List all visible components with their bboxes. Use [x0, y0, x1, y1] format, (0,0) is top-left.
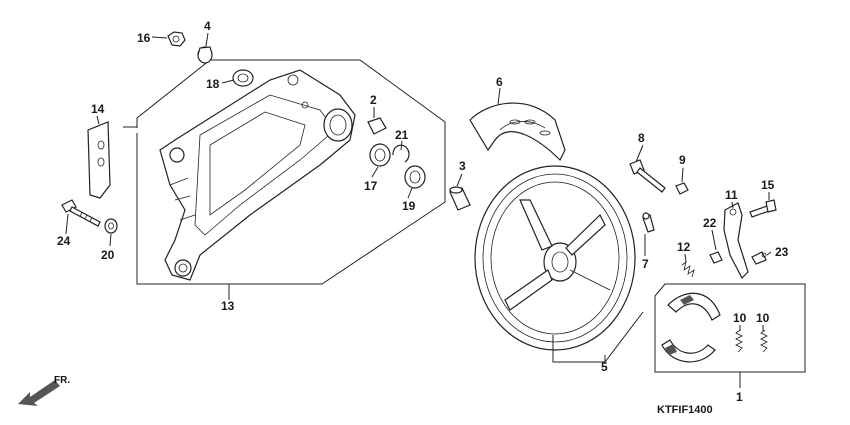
label-18: 18: [206, 77, 220, 91]
bolt-23: [751, 251, 767, 265]
label-9: 9: [679, 153, 686, 167]
shaft-collar: [367, 117, 387, 135]
direction-label: FR.: [54, 375, 70, 386]
label-20: 20: [101, 248, 115, 262]
label-2: 2: [370, 93, 377, 107]
label-17: 17: [364, 179, 378, 193]
brake-shoe-lower: [661, 339, 716, 363]
label-4: 4: [204, 19, 211, 33]
shoe-spring-left: [735, 329, 743, 353]
bearing: [232, 69, 254, 87]
label-10-right: 10: [756, 311, 770, 325]
rear-wheel: [474, 165, 636, 351]
label-13: 13: [221, 299, 235, 313]
label-7: 7: [642, 257, 649, 271]
wheel-collar: [449, 186, 471, 211]
label-3: 3: [459, 159, 466, 173]
label-24: 24: [57, 234, 71, 248]
oil-seal: [404, 165, 426, 189]
brake-cam-bolt: [629, 159, 666, 193]
tire-valve: [642, 212, 655, 233]
label-5: 5: [601, 360, 608, 374]
label-14: 14: [91, 102, 105, 116]
flange-nut: [167, 31, 186, 47]
label-15: 15: [761, 178, 775, 192]
brake-arm-bolt: [749, 199, 777, 218]
label-22: 22: [703, 216, 717, 230]
front-direction-arrow: FR.: [18, 375, 70, 406]
leader-lines: [65, 32, 772, 388]
label-23: 23: [775, 245, 789, 259]
collar: [197, 46, 213, 64]
mud-guard: [469, 102, 566, 162]
brake-shoe-upper: [667, 292, 721, 321]
label-1: 1: [736, 390, 743, 404]
label-16: 16: [137, 31, 151, 45]
swingarm-group-outline: [123, 59, 446, 285]
label-19: 19: [402, 199, 416, 213]
label-10-left: 10: [733, 311, 747, 325]
bearing-17: [369, 143, 391, 167]
label-6: 6: [496, 75, 503, 89]
label-8: 8: [638, 131, 645, 145]
label-21: 21: [395, 128, 409, 142]
rear-swingarm: [159, 69, 356, 281]
cover-plate: [87, 121, 111, 199]
brake-shoe-box: [654, 283, 806, 373]
spring: [681, 261, 695, 278]
shoe-spring-right: [760, 329, 768, 353]
washer: [104, 218, 118, 234]
brake-nut: [675, 182, 689, 195]
pin: [709, 251, 723, 264]
circlip: [392, 144, 410, 163]
brake-arm: [723, 202, 749, 280]
bolt: [61, 199, 101, 227]
part-number-labels: 16 4 18 14 2 21 17 19 3 6 7 8 9 11 15 22…: [57, 19, 789, 404]
label-11: 11: [725, 188, 738, 202]
label-12: 12: [677, 240, 691, 254]
diagram-code: KTFIF1400: [657, 404, 713, 416]
